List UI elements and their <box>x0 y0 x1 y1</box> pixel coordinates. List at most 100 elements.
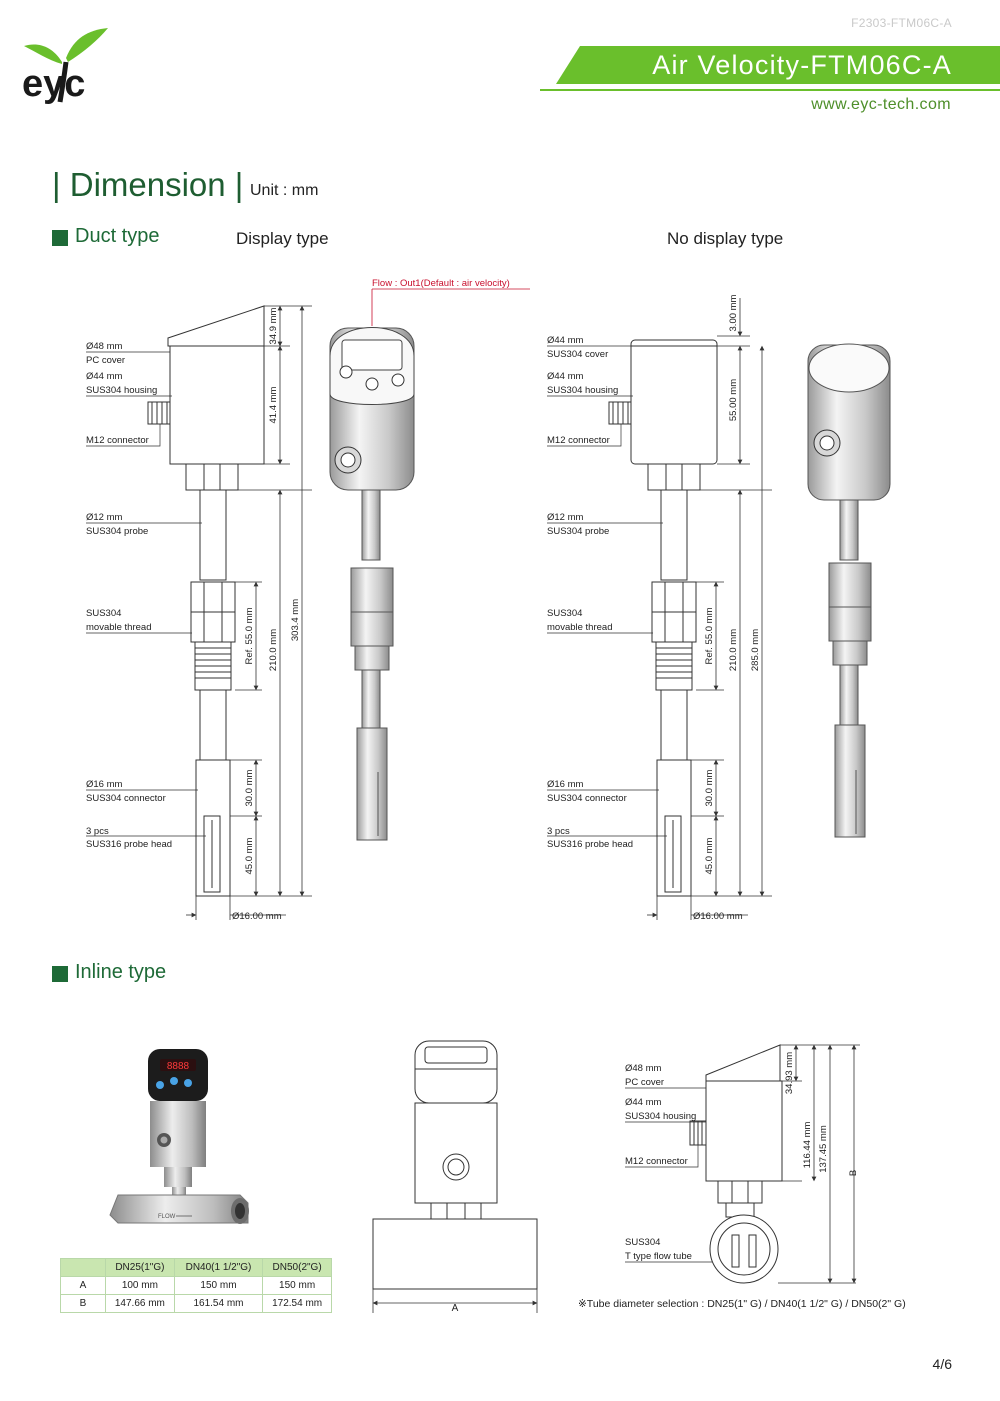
leaf-right-icon <box>66 28 108 62</box>
table-header-cell: DN50(2"G) <box>262 1258 332 1277</box>
logo: eyc <box>22 22 122 106</box>
svg-text:Ø48 mm: Ø48 mm <box>86 341 123 352</box>
logo-text: eyc <box>22 63 85 105</box>
display-type-line-drawing <box>147 305 265 897</box>
nd-dim-head-length: 45.0 mm <box>704 837 715 874</box>
table-cell: 161.54 mm <box>173 1294 264 1313</box>
dim-connector-length: 30.0 mm <box>244 769 255 806</box>
svg-text:M12 connector: M12 connector <box>547 435 610 446</box>
nd-dim-head-diameter: Ø16.00 mm <box>693 911 743 922</box>
label-pc-cover: Ø48 mm PC cover <box>86 341 125 366</box>
duct-type-drawings: 34.9 mm 41.4 mm Ref. 55.0 mm 210.0 mm 30… <box>86 278 891 922</box>
label-m12-connector: M12 connector <box>86 435 149 446</box>
table-header-cell <box>60 1258 106 1277</box>
nd-label-connector: Ø16 mm SUS304 connector <box>547 779 627 804</box>
svg-text:Ø16 mm: Ø16 mm <box>86 779 123 790</box>
tube-diameter-note: ※Tube diameter selection : DN25(1" G) / … <box>578 1298 906 1310</box>
svg-text:SUS316 probe head: SUS316 probe head <box>86 839 172 850</box>
dim-a-label: A <box>452 1303 459 1314</box>
side-dim-b: B <box>848 1170 859 1176</box>
side-dim-top: 137.45 mm <box>818 1125 829 1173</box>
nd-label-probe: Ø12 mm SUS304 probe <box>547 512 609 537</box>
nd-dim-connector-length: 30.0 mm <box>704 769 715 806</box>
svg-text:SUS304 cover: SUS304 cover <box>547 349 608 360</box>
dim-head-diameter: Ø16.00 mm <box>232 911 282 922</box>
dim-probe-length: 210.0 mm <box>268 629 279 671</box>
svg-text:PC cover: PC cover <box>625 1077 664 1088</box>
page-number: 4/6 <box>932 1356 952 1372</box>
section-square-icon <box>52 966 68 982</box>
svg-text:M12 connector: M12 connector <box>625 1156 688 1167</box>
display-type-heading: Display type <box>236 229 329 248</box>
svg-text:movable thread: movable thread <box>547 622 612 633</box>
svg-text:Ø44 mm: Ø44 mm <box>86 371 123 382</box>
flow-note: Flow : Out1(Default : air velocity) <box>372 278 510 289</box>
svg-text:SUS304: SUS304 <box>86 608 121 619</box>
svg-text:T type flow tube: T type flow tube <box>625 1251 692 1262</box>
display-type-render: Flow : Out1(Default : air velocity) <box>329 278 530 841</box>
table-cell: 150 mm <box>173 1276 264 1295</box>
no-display-type-render <box>807 343 891 838</box>
table-header-cell: DN25(1"G) <box>105 1258 175 1277</box>
nd-label-m12-connector: M12 connector <box>547 435 610 446</box>
document-code: F2303-FTM06C-A <box>851 16 952 30</box>
svg-text:SUS304 connector: SUS304 connector <box>86 793 166 804</box>
nd-dim-cover-height: 3.00 mm <box>728 294 739 331</box>
leaf-left-icon <box>24 44 62 64</box>
table-cell: B <box>60 1294 106 1313</box>
table-header-row: DN25(1"G) DN40(1 1/2"G) DN50(2"G) <box>60 1258 332 1277</box>
side-dim-cover: 34.93 mm <box>784 1052 795 1094</box>
svg-text:PC cover: PC cover <box>86 355 125 366</box>
nd-dim-total-length: 285.0 mm <box>750 629 761 671</box>
table-cell: 150 mm <box>262 1276 332 1295</box>
side-dim-mid: 116.44 mm <box>802 1122 813 1169</box>
side-label-m12: M12 connector <box>625 1156 688 1167</box>
inline-side-view: 34.93 mm 116.44 mm 137.45 mm B Ø48 mmPC … <box>625 1044 860 1284</box>
svg-text:Ø16 mm: Ø16 mm <box>547 779 584 790</box>
website-link[interactable]: www.eyc-tech.com <box>811 96 951 113</box>
photo-flow-label: FLOW <box>158 1214 176 1220</box>
svg-text:SUS304: SUS304 <box>547 608 582 619</box>
tube-size-table: DN25(1"G) DN40(1 1/2"G) DN50(2"G) A 100 … <box>60 1258 332 1313</box>
inline-front-view: A <box>372 1040 538 1314</box>
dim-total-length: 303.4 mm <box>290 599 301 641</box>
duct-type-heading: Duct type <box>75 225 160 247</box>
svg-text:Ø12 mm: Ø12 mm <box>547 512 584 523</box>
table-row: B 147.66 mm 161.54 mm 172.54 mm <box>60 1294 332 1313</box>
svg-text:SUS304 connector: SUS304 connector <box>547 793 627 804</box>
svg-text:SUS304: SUS304 <box>625 1237 660 1248</box>
dim-thread-ref: Ref. 55.0 mm <box>244 607 255 664</box>
no-display-type-line-drawing <box>608 339 718 897</box>
label-connector: Ø16 mm SUS304 connector <box>86 779 166 804</box>
table-row: A 100 mm 150 mm 150 mm <box>60 1276 332 1295</box>
svg-text:Ø44 mm: Ø44 mm <box>547 335 584 346</box>
svg-text:Ø44 mm: Ø44 mm <box>547 371 584 382</box>
section-square-icon <box>52 230 68 246</box>
unit-label: Unit : mm <box>250 182 319 199</box>
svg-text:SUS304 probe: SUS304 probe <box>547 526 609 537</box>
dim-head-length: 45.0 mm <box>244 837 255 874</box>
svg-text:Ø12 mm: Ø12 mm <box>86 512 123 523</box>
svg-text:3 pcs: 3 pcs <box>86 826 109 837</box>
inline-product-photo: 8888 FLOW <box>109 1049 249 1224</box>
nd-dim-thread-ref: Ref. 55.0 mm <box>704 607 715 664</box>
dim-cover-height: 34.9 mm <box>268 307 279 344</box>
nd-dim-housing-height: 55.00 mm <box>728 379 739 421</box>
table-cell: 172.54 mm <box>262 1294 332 1313</box>
svg-text:Ø44 mm: Ø44 mm <box>625 1097 662 1108</box>
table-cell: 100 mm <box>105 1276 175 1295</box>
table-header-cell: DN40(1 1/2"G) <box>173 1258 264 1277</box>
side-label-housing: Ø44 mm SUS304 housing <box>625 1097 696 1122</box>
table-cell: 147.66 mm <box>105 1294 175 1313</box>
svg-text:SUS316 probe head: SUS316 probe head <box>547 839 633 850</box>
page-title: Air Velocity-FTM06C-A <box>652 50 952 80</box>
side-label-flow-tube: SUS304 T type flow tube <box>625 1237 692 1262</box>
svg-text:SUS304 housing: SUS304 housing <box>625 1111 696 1122</box>
no-display-type-heading: No display type <box>667 229 784 248</box>
